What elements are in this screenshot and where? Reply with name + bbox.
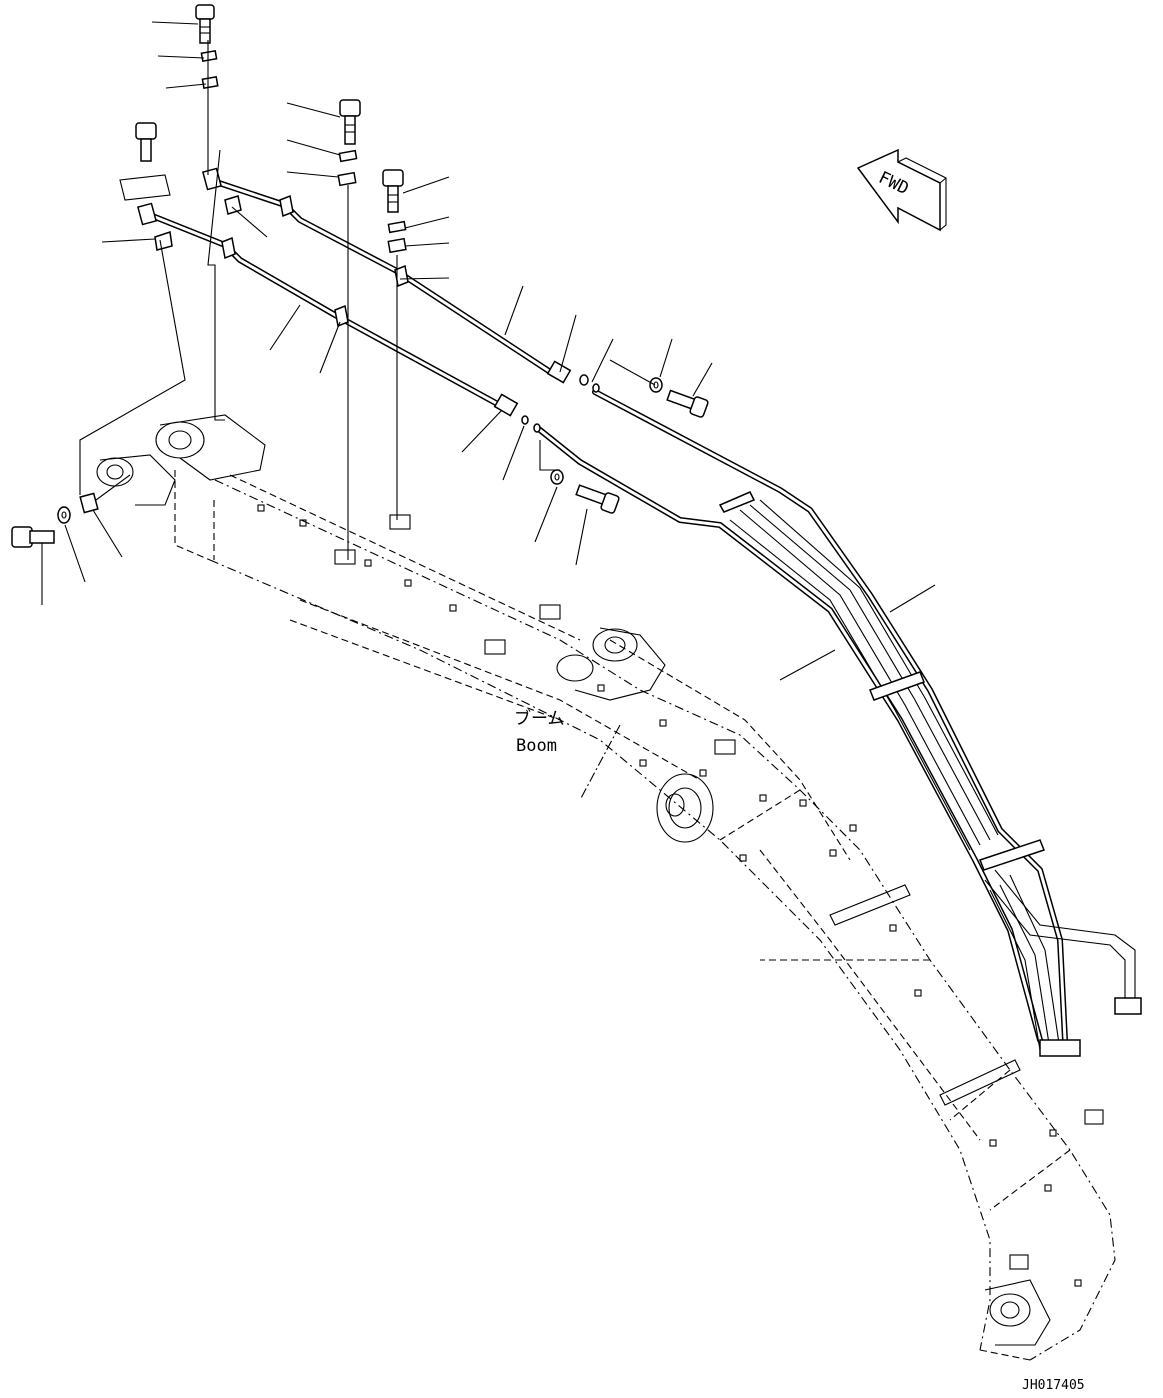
bolt-icon <box>666 389 709 418</box>
boom-structure <box>96 414 1116 1361</box>
hardware <box>11 4 709 548</box>
assembly-lines <box>79 40 656 801</box>
upper-pipes <box>119 167 600 433</box>
bolt-icon <box>11 526 55 548</box>
boom-label-japanese: ブーム <box>514 708 565 729</box>
bolt-icon <box>382 169 404 213</box>
boom-label-english: Boom <box>516 736 557 756</box>
bolt-icon <box>135 122 157 162</box>
bolt-icon <box>195 4 215 44</box>
leader-lines <box>41 21 936 681</box>
bolt-icon <box>575 484 620 514</box>
bolt-icon <box>339 99 361 145</box>
hydraulic-pipe-bundle <box>537 389 1142 1057</box>
drawing-code: JH017405 <box>1022 1378 1085 1393</box>
forward-direction-arrow: FWD <box>856 148 947 232</box>
